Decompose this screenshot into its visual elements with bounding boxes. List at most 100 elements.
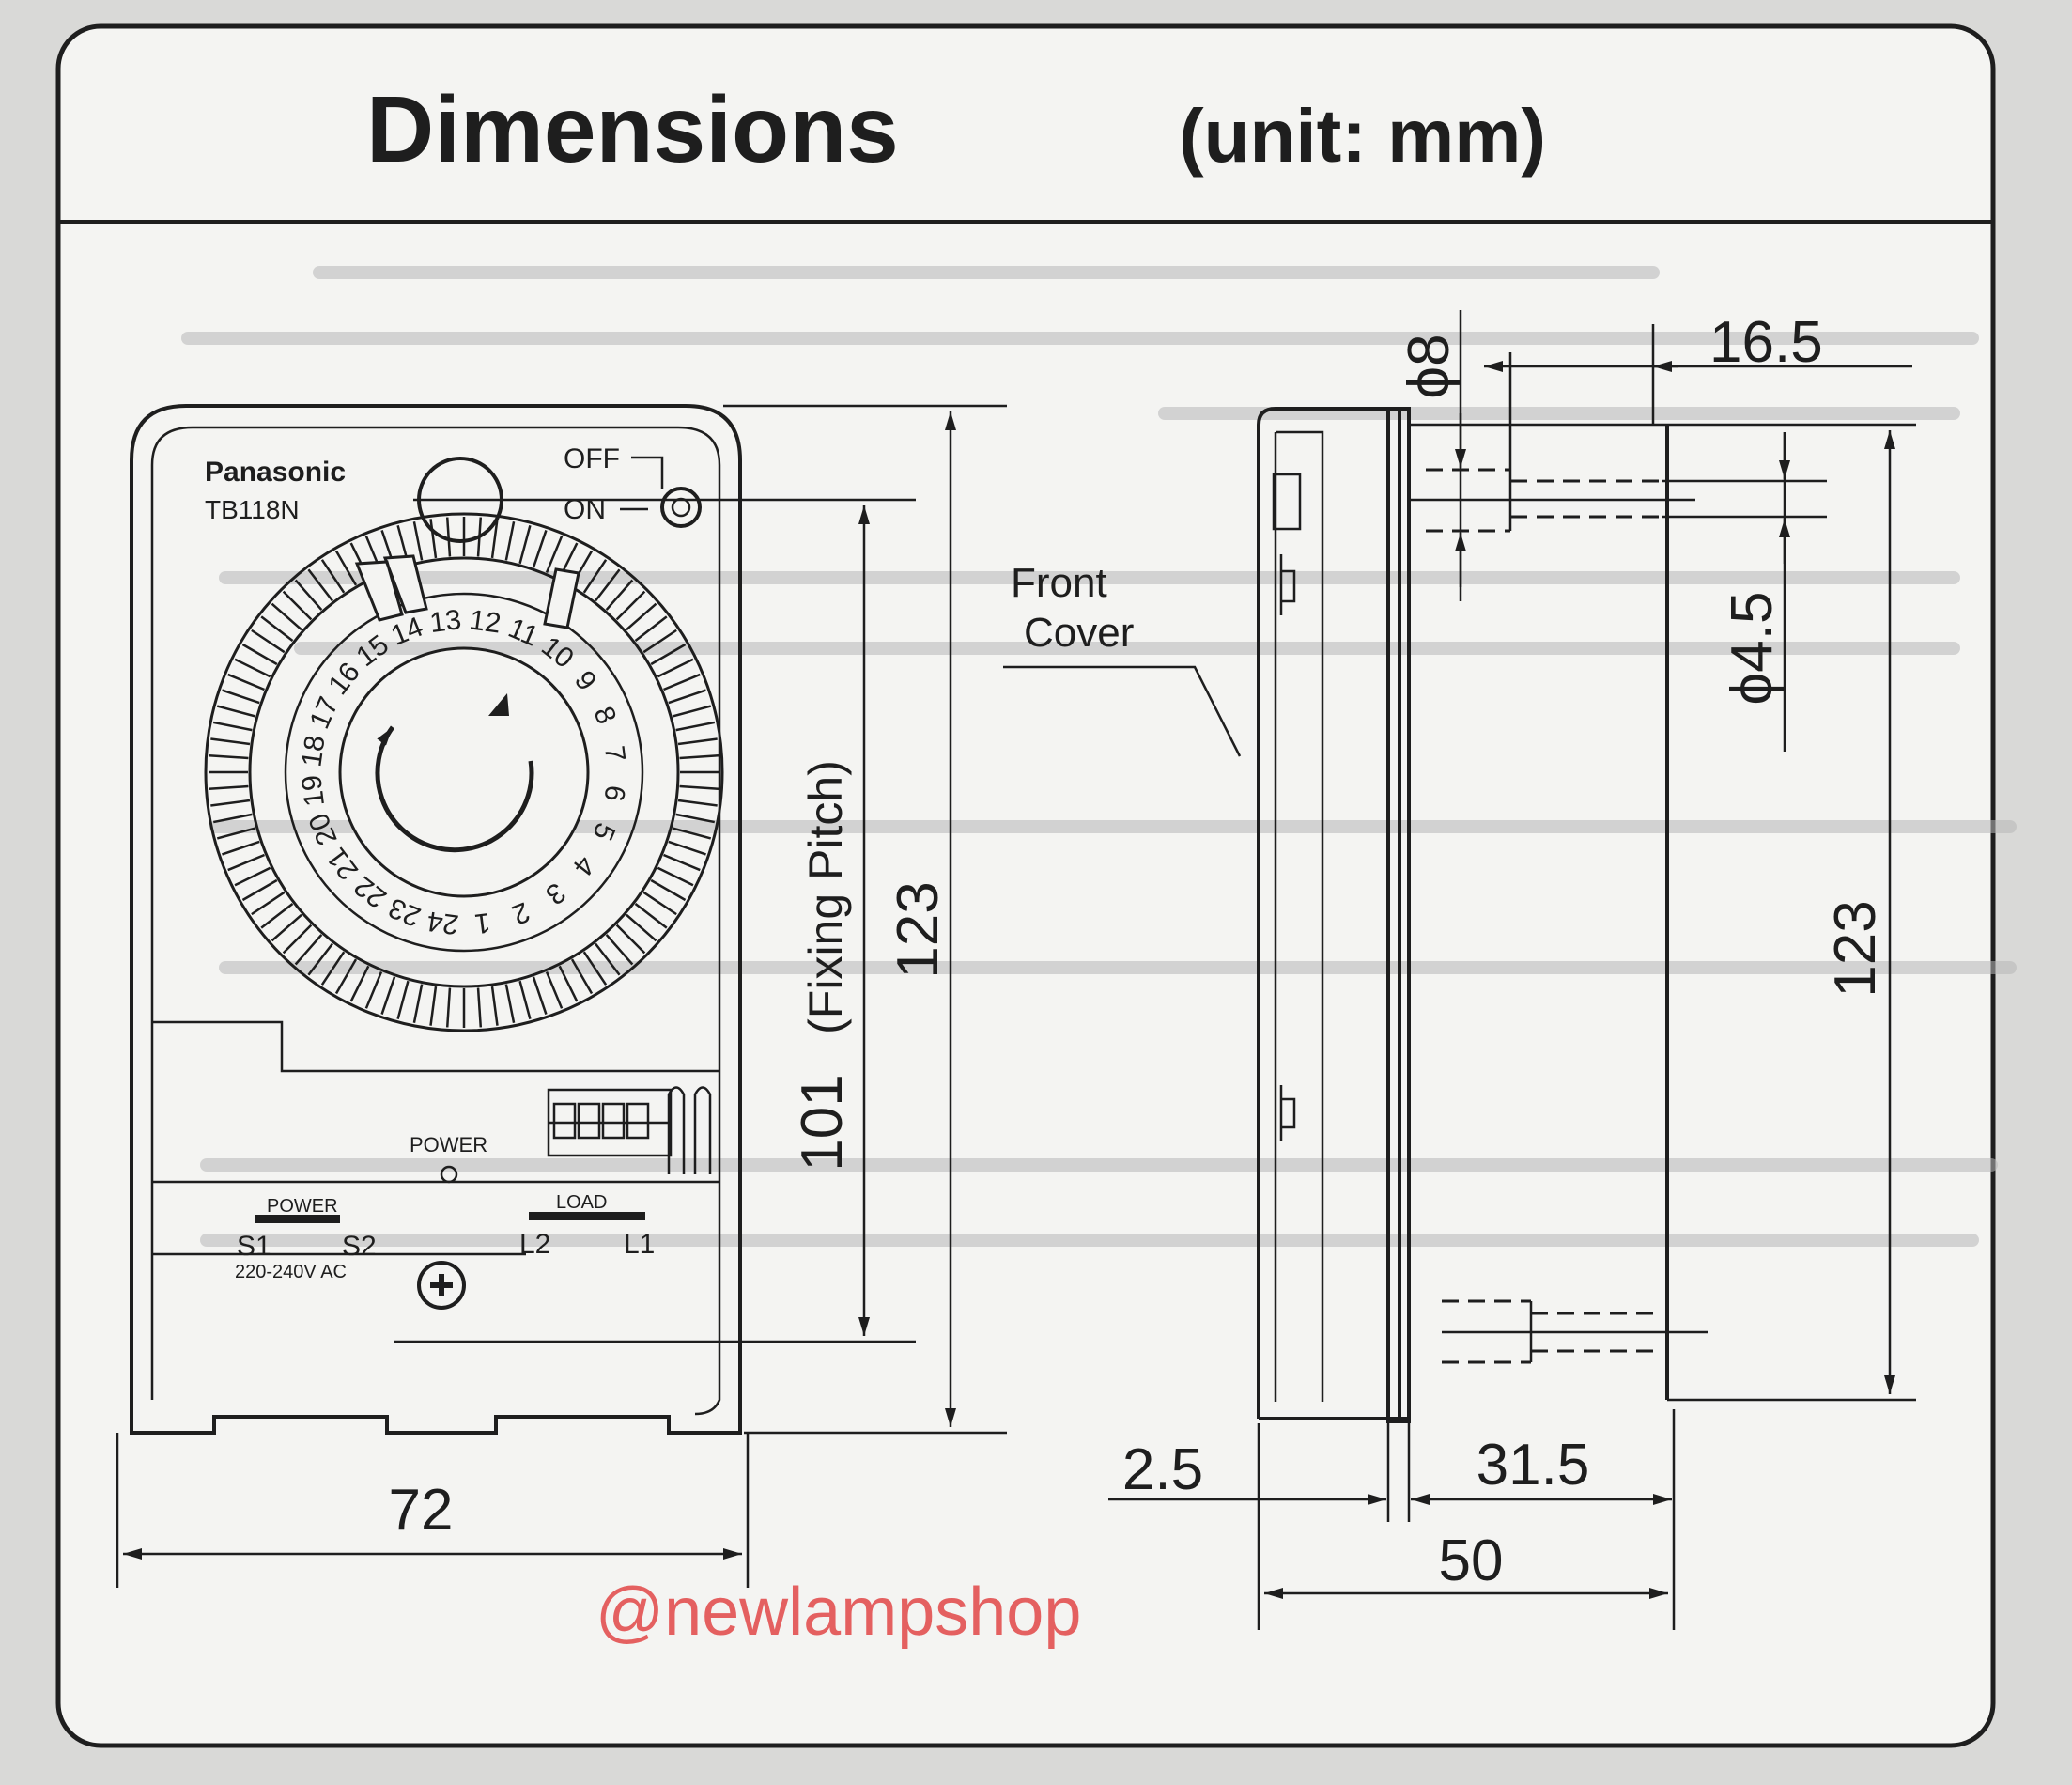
dial-segment-tick (307, 942, 333, 976)
dial-segment-tick (570, 958, 594, 995)
dial-segment-tick (251, 891, 286, 916)
dial-segment-tick (476, 517, 483, 557)
rotation-arrow (375, 725, 534, 853)
dial-segment-tick (545, 971, 564, 1009)
dial-segment-tick (334, 958, 358, 995)
dial-number: 7 (598, 744, 631, 764)
dial-segment-tick (679, 784, 719, 791)
dial-segment-tick (364, 971, 383, 1009)
dial-segment-tick (518, 524, 532, 565)
dial-segment-tick (675, 721, 716, 732)
power-terminal-label: POWER (267, 1196, 338, 1217)
load-terminal-bar (529, 1212, 645, 1220)
front-height-value: 123 (886, 881, 951, 978)
dial-segment-tick (294, 934, 323, 966)
dial-segment-tick (657, 866, 694, 887)
dial-segment-tick (626, 602, 657, 631)
dial-segment-tick (650, 643, 687, 666)
dial-center-knob[interactable] (338, 646, 590, 898)
dial-segment-tick (605, 934, 634, 966)
tappet-profile-bottom (1279, 1085, 1296, 1141)
brand-logo: Panasonic (205, 457, 346, 488)
screw-slot (430, 1274, 453, 1296)
dial-segment-tick (251, 629, 286, 654)
switch-off-leader (631, 456, 664, 489)
dial-segment-tick (209, 784, 249, 791)
hidden-mounting-hole-top (1409, 468, 1695, 533)
dial-segment-tick (518, 980, 532, 1020)
terminal-l1: L1 (624, 1229, 655, 1260)
dial-segment-tick (320, 951, 346, 986)
dial-segment-tick (380, 976, 396, 1015)
dial-segment-tick (307, 568, 333, 602)
dial-segment-tick (532, 976, 548, 1015)
front-cover-label-1: Front (1011, 560, 1107, 606)
dial-segment-tick (642, 629, 677, 654)
dial-segment-tick (412, 520, 424, 561)
dial-segment-tick (210, 737, 251, 746)
dial-segment-tick (260, 903, 294, 929)
tappet-single[interactable] (543, 567, 580, 629)
dial-segment-tick (412, 984, 424, 1024)
front-width-value: 72 (389, 1478, 454, 1543)
dial-segment-tick (334, 550, 358, 586)
dial-segment-ring (248, 556, 680, 988)
front-cover-outline (1257, 407, 1401, 1419)
dial-segment-tick (582, 559, 608, 594)
show-through-lines (181, 266, 2017, 1247)
dial-segment-tick (672, 827, 712, 840)
fixing-pitch-value: 101 (790, 1074, 855, 1171)
dial-segment-tick (595, 942, 621, 976)
override-switch-knob[interactable] (660, 487, 702, 528)
terminal-l2: L2 (519, 1229, 550, 1260)
dial-segment-tick (445, 517, 452, 557)
terminal-cover-screw (417, 1261, 466, 1310)
dial-segment-tick (532, 530, 548, 568)
offset-value: 16.5 (1709, 310, 1823, 375)
page-title: Dimensions (366, 77, 899, 182)
switch-off-label: OFF (564, 443, 620, 474)
total-depth-value: 50 (1439, 1529, 1504, 1593)
front-view-dimensions: 123 101 (Fixing Pitch) 72 (116, 404, 1007, 1588)
dial-segment-tick (271, 602, 302, 631)
dial-segment-tick (282, 590, 313, 621)
side-view-dimensions: 16.5 ϕ8 ϕ4.5 123 2.5 31.5 50 (1108, 310, 1916, 1630)
load-terminal-label: LOAD (556, 1192, 607, 1213)
terminal-s1: S1 (237, 1231, 271, 1262)
dial-segment-tick (429, 519, 438, 559)
dial-segment-tick (642, 891, 677, 916)
dial-outer-rim (204, 512, 724, 1032)
dial-segment-tick (545, 536, 564, 573)
dial-number: 24 (425, 905, 461, 939)
dial-segment-tick (677, 737, 718, 746)
dial-segment-tick (626, 913, 657, 942)
dial-segment-tick (668, 840, 706, 856)
panel-divider (152, 1020, 719, 1073)
dial-segment-tick (212, 813, 253, 824)
dial-segment-tick (216, 705, 256, 718)
switch-profile (1272, 473, 1302, 531)
tappet-profile-top (1279, 554, 1296, 615)
timer-inner-outline (150, 426, 721, 1416)
override-switch-center (671, 497, 691, 518)
dial-segment-tick (595, 568, 621, 602)
power-indicator-label: POWER (410, 1133, 487, 1156)
dial-segment-ticks (209, 517, 719, 1028)
cover-thickness-value: 2.5 (1122, 1437, 1203, 1502)
tappet-group[interactable] (354, 554, 428, 622)
dial-segment-tick (615, 924, 646, 955)
dial-segment-tick (210, 799, 251, 807)
inner-body-line (1276, 430, 1324, 1402)
dial-segment-tick (216, 827, 256, 840)
dial-segment-tick (234, 658, 271, 678)
dial-segment-tick (227, 853, 265, 872)
dial-segment-tick (222, 840, 260, 856)
dial-segment-tick (668, 689, 706, 705)
dial-segment-tick (677, 799, 718, 807)
hidden-mounting-hole-bottom (1442, 1299, 1708, 1364)
dial-segment-tick (212, 721, 253, 732)
dial-segment-tick (605, 579, 634, 611)
dial-number: 19 (296, 773, 331, 808)
front-cover-label-2: Cover (1024, 610, 1134, 656)
